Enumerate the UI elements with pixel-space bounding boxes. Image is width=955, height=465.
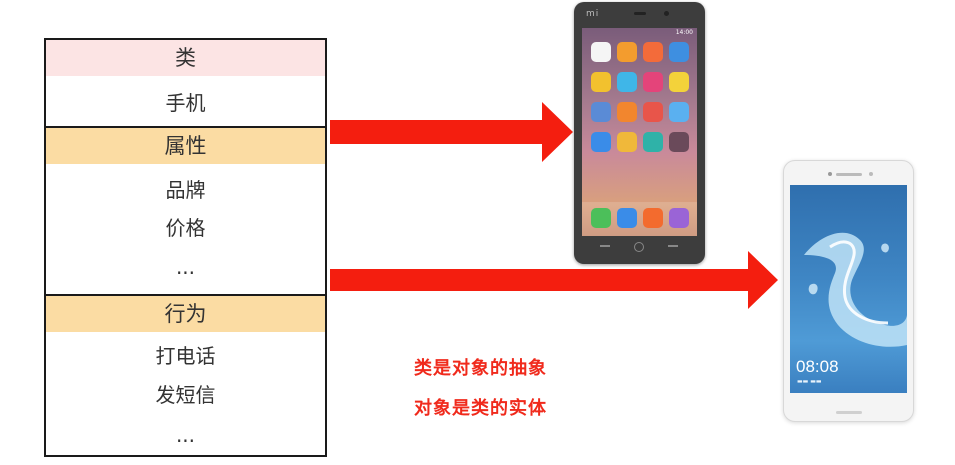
arrow-shape	[330, 251, 778, 309]
app-icon	[643, 132, 663, 152]
phone-screen: 08:08 ▬▬ ▬▬	[790, 185, 907, 393]
contacts-app-icon	[617, 208, 637, 228]
app-icon	[669, 42, 689, 62]
app-icon	[591, 42, 611, 62]
back-key-icon	[668, 245, 678, 247]
music-app-icon	[643, 72, 663, 92]
speaker-grill	[634, 12, 646, 15]
arrow-shape	[330, 102, 573, 162]
app-icon	[617, 132, 637, 152]
app-icon	[643, 102, 663, 122]
behavior-item: ...	[175, 423, 196, 447]
home-key-icon	[634, 242, 644, 252]
arrow-to-phone1	[330, 102, 573, 162]
nav-keys	[574, 242, 705, 255]
app-icon	[591, 102, 611, 122]
attribute-item: 品牌	[165, 178, 206, 202]
class-name: 手机	[165, 91, 206, 115]
splash-drop	[881, 243, 889, 253]
class-header: 类	[46, 40, 325, 76]
app-icon	[617, 72, 637, 92]
class-box: 类 手机 属性 品牌 价格 ... 行为 打电话 发短信 ...	[44, 38, 327, 457]
weather-app-icon	[669, 102, 689, 122]
attributes-header: 属性	[46, 128, 325, 164]
camera-app-icon	[669, 132, 689, 152]
lockscreen-clock: 08:08	[796, 357, 839, 376]
brand-strip	[836, 411, 862, 414]
splash-shape	[804, 232, 907, 347]
class-section: 类 手机	[46, 40, 325, 126]
brand-logo: mi	[586, 9, 600, 19]
phone-screen: 14:00	[582, 28, 697, 236]
app-icon	[591, 72, 611, 92]
arrow-to-phone2	[330, 251, 778, 309]
splash-highlight	[829, 240, 889, 325]
behavior-item: 打电话	[155, 344, 216, 368]
phone-image-1: mi 14:00	[574, 2, 705, 264]
speaker-grill	[836, 173, 862, 176]
messages-app-icon	[643, 208, 663, 228]
browser-app-icon	[669, 208, 689, 228]
attribute-item: ...	[175, 255, 196, 279]
lockscreen-date: ▬▬ ▬▬	[797, 378, 822, 385]
calendar-app-icon	[643, 42, 663, 62]
app-dock	[582, 202, 697, 236]
app-icon	[669, 72, 689, 92]
menu-key-icon	[600, 245, 610, 247]
phone-image-2: 08:08 ▬▬ ▬▬	[783, 160, 914, 422]
behaviors-header: 行为	[46, 296, 325, 332]
behavior-item: 发短信	[155, 383, 216, 407]
app-icon	[591, 132, 611, 152]
caption-abstraction: 类是对象的抽象	[414, 358, 547, 379]
app-icon	[617, 102, 637, 122]
behaviors-section: 行为 打电话 发短信 ...	[46, 294, 325, 457]
attribute-item: 价格	[165, 216, 206, 240]
water-splash-wallpaper	[804, 232, 907, 347]
attributes-section: 属性 品牌 价格 ...	[46, 126, 325, 296]
status-bar: 14:00	[675, 29, 693, 36]
front-camera-icon	[828, 172, 832, 176]
front-camera-icon	[664, 11, 669, 16]
splash-drop	[808, 283, 818, 295]
phone-app-icon	[591, 208, 611, 228]
phone-top-bezel: mi	[574, 2, 705, 26]
sensor-dot	[869, 172, 873, 176]
caption-instance: 对象是类的实体	[414, 398, 547, 419]
app-icon	[617, 42, 637, 62]
